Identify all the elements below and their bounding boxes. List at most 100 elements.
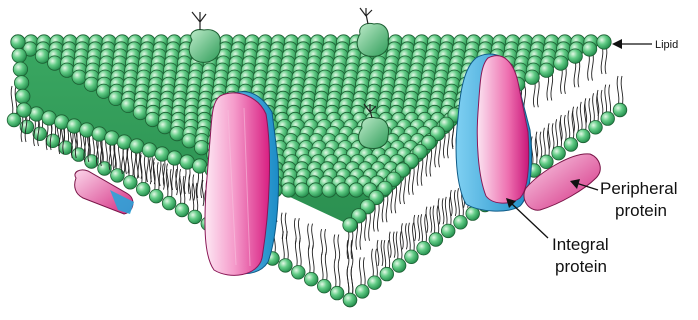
lipid-tail bbox=[609, 85, 611, 115]
lipid-tail bbox=[372, 249, 374, 279]
lipid-head bbox=[142, 143, 156, 157]
lipid-head bbox=[601, 112, 615, 126]
lipid-head bbox=[136, 182, 150, 196]
lipid-head bbox=[568, 49, 582, 63]
lipid-head bbox=[292, 266, 306, 280]
lipid-head bbox=[11, 35, 25, 49]
lipid-tail bbox=[151, 154, 153, 182]
lipid-head bbox=[589, 121, 603, 135]
lipid-head bbox=[295, 183, 309, 197]
lipid-tail bbox=[413, 223, 415, 253]
lipid-tail bbox=[360, 220, 362, 250]
label-lipid: Lipid bbox=[655, 39, 678, 51]
lipid-tail bbox=[138, 150, 140, 178]
lipid-tail bbox=[347, 266, 349, 296]
lipid-tail bbox=[592, 53, 594, 81]
surface-protein-1 bbox=[189, 12, 220, 62]
lipid-tail bbox=[458, 188, 460, 218]
lipid-tail bbox=[438, 198, 440, 224]
lipid-tail bbox=[144, 155, 146, 185]
lipid-head bbox=[279, 259, 293, 273]
lipid-head bbox=[349, 183, 363, 197]
lipid-head bbox=[429, 233, 443, 247]
lipid-tail bbox=[388, 240, 390, 270]
lipid-head bbox=[42, 111, 56, 125]
lipid-head bbox=[67, 119, 81, 133]
lipid-tail bbox=[136, 153, 138, 179]
lipid-head bbox=[552, 146, 566, 160]
label-peripheral-line2: protein bbox=[615, 201, 667, 220]
lipid-tail bbox=[134, 150, 136, 178]
lipid-head bbox=[417, 241, 431, 255]
lipid-tail bbox=[321, 229, 323, 255]
lipid-tail bbox=[193, 175, 195, 201]
lipid-tail bbox=[565, 66, 567, 94]
lipid-tail bbox=[393, 232, 395, 258]
lipid-tail bbox=[377, 240, 379, 266]
lipid-tail bbox=[369, 211, 371, 241]
label-peripheral-line1: Peripheral bbox=[600, 179, 678, 198]
lipid-head bbox=[405, 250, 419, 264]
lipid-head bbox=[193, 159, 207, 173]
lipid-tail bbox=[605, 85, 607, 115]
lipid-head bbox=[336, 183, 350, 197]
lipid-tail bbox=[402, 223, 404, 249]
lipid-tail bbox=[294, 218, 296, 244]
integral-protein-left bbox=[205, 92, 279, 276]
lipid-head bbox=[72, 148, 86, 162]
lipid-tail bbox=[418, 215, 420, 241]
lipid-tail bbox=[544, 128, 546, 158]
lipid-head bbox=[576, 129, 590, 143]
lipid-pointer bbox=[612, 39, 652, 49]
lipid-head bbox=[330, 286, 344, 300]
peripheral-protein-left bbox=[75, 170, 134, 214]
lipid-head bbox=[525, 70, 539, 84]
lipid-tail bbox=[197, 170, 199, 198]
lipid-tail bbox=[556, 119, 558, 149]
lipid-head bbox=[59, 141, 73, 155]
lipid-head bbox=[13, 62, 27, 76]
lipid-tail bbox=[593, 93, 595, 123]
lipid-head bbox=[392, 259, 406, 273]
lipid-tail bbox=[359, 257, 361, 287]
lipid-tail bbox=[377, 202, 379, 232]
lipid-tail bbox=[298, 218, 300, 244]
lipid-head bbox=[17, 103, 31, 117]
lipid-tail bbox=[325, 252, 327, 282]
lipid-tail bbox=[147, 154, 149, 182]
lipid-tail bbox=[568, 111, 570, 141]
lipid-head bbox=[162, 196, 176, 210]
lipid-tail bbox=[312, 224, 314, 250]
lipid-tail bbox=[334, 259, 336, 289]
peripheral-protein-right bbox=[524, 154, 600, 210]
lipid-tail bbox=[308, 224, 310, 250]
lipid-tail bbox=[409, 223, 411, 253]
lipid-tail bbox=[285, 213, 287, 239]
lipid-tail bbox=[159, 158, 161, 186]
lipid-tail bbox=[312, 245, 314, 275]
label-integral-line2: protein bbox=[555, 257, 607, 276]
lipid-tail bbox=[122, 146, 124, 174]
lipid-head bbox=[149, 189, 163, 203]
lipid-head bbox=[317, 279, 331, 293]
lipid-tail bbox=[400, 232, 402, 262]
lipid-tail bbox=[425, 214, 427, 244]
lipid-tail bbox=[537, 79, 539, 107]
lipid-head bbox=[304, 272, 318, 286]
lipid-head bbox=[343, 293, 357, 307]
lipid-head bbox=[46, 134, 60, 148]
lipid-tail bbox=[338, 259, 340, 289]
lipid-head bbox=[564, 138, 578, 152]
lipid-head bbox=[188, 210, 202, 224]
lipid-tail bbox=[202, 180, 204, 206]
lipid-head bbox=[14, 76, 28, 90]
lipid-tail bbox=[578, 59, 580, 87]
lipid-head bbox=[368, 276, 382, 290]
lipid-tail bbox=[376, 249, 378, 279]
lipid-tail bbox=[540, 132, 542, 158]
lipid-tail bbox=[184, 166, 186, 194]
lipid-tail bbox=[157, 162, 159, 192]
lipid-tail bbox=[396, 232, 398, 262]
lipid-tail bbox=[334, 235, 336, 261]
